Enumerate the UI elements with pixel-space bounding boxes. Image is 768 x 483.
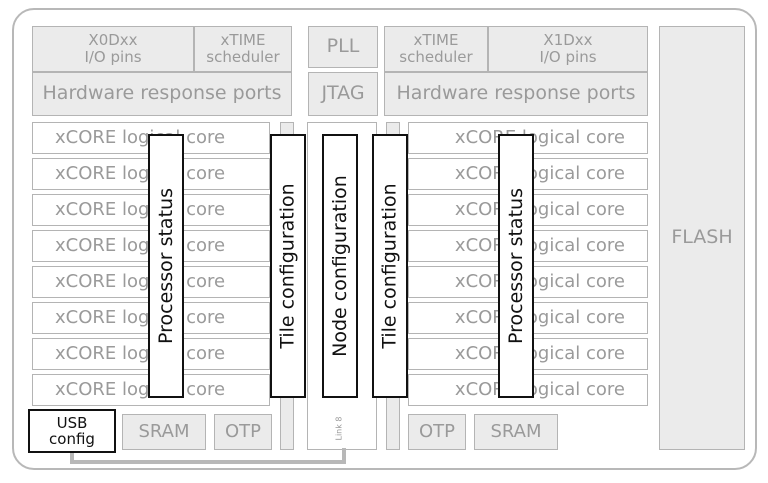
left-tile-configuration-bar: Tile configuration (270, 134, 306, 398)
right-processor-status-bar: Processor status (498, 134, 534, 398)
left-hardware-response-ports: Hardware response ports (32, 72, 292, 116)
link-8-label: Link 8 (334, 416, 344, 441)
left-otp: OTP (214, 414, 272, 450)
right-tile-configuration-bar: Tile configuration (372, 134, 408, 398)
jtag-block: JTAG (308, 72, 378, 116)
right-sram: SRAM (474, 414, 558, 450)
right-processor-status-label: Processor status (505, 188, 527, 344)
left-processor-status-bar: Processor status (148, 134, 184, 398)
usb-config-block: USB config (28, 409, 116, 453)
right-io-pins: X1Dxx I/O pins (488, 26, 648, 72)
usb-link-connector (70, 453, 74, 463)
left-xtime-scheduler: xTIME scheduler (194, 26, 292, 72)
node-configuration-label: Node configuration (329, 175, 352, 357)
chip-outline (12, 8, 757, 470)
flash-block: FLASH (659, 26, 745, 450)
left-io-pins: X0Dxx I/O pins (32, 26, 194, 72)
right-otp: OTP (408, 414, 466, 450)
left-sram: SRAM (122, 414, 206, 450)
left-processor-status-label: Processor status (155, 188, 177, 344)
node-configuration-bar: Node configuration (322, 134, 358, 398)
usb-link-connector-v (342, 448, 346, 462)
right-hardware-response-ports: Hardware response ports (384, 72, 648, 116)
usb-link-connector-h (70, 460, 346, 464)
pll-block: PLL (308, 26, 378, 68)
right-xtime-scheduler: xTIME scheduler (384, 26, 488, 72)
right-tile-configuration-label: Tile configuration (379, 183, 401, 349)
left-tile-configuration-label: Tile configuration (277, 183, 299, 349)
